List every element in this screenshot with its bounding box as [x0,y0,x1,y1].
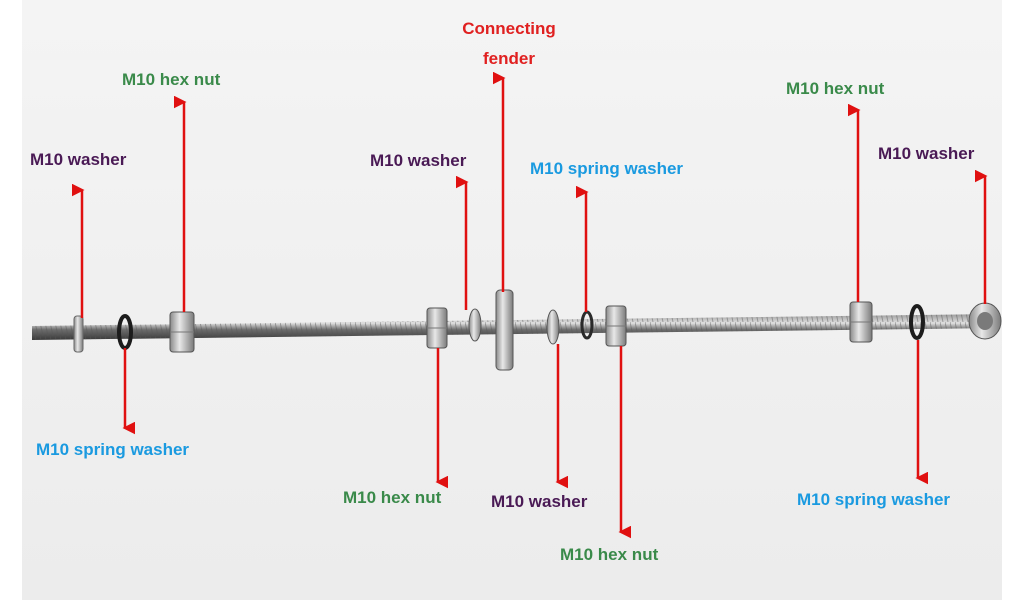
washer-right [968,302,1002,340]
threaded-rod [32,314,1000,340]
hex-nut-mid [605,305,627,347]
connecting-fender-part [495,289,514,371]
washer-mid-left [468,308,482,342]
label-hex-nut-left: M10 hex nut [122,70,221,89]
pointer-arrows [72,71,988,539]
hex-nut-right [849,301,873,343]
label-washer-right: M10 washer [878,144,975,163]
label-spring-washer-left: M10 spring washer [36,440,190,459]
label-washer-left: M10 washer [30,150,127,169]
label-hex-nut-right: M10 hex nut [786,79,885,98]
label-spring-washer-right: M10 spring washer [797,490,951,509]
label-connecting-fender: Connecting fender [462,19,556,68]
label-spring-washer-mid: M10 spring washer [530,159,684,178]
label-hex-nut-mid-left: M10 hex nut [343,488,442,507]
label-washer-mid-left: M10 washer [370,151,467,170]
washer-mid [546,309,560,345]
hex-nut-mid-left [426,307,448,349]
washer-left [73,315,84,353]
hex-nut-left [169,311,195,353]
label-hex-nut-mid: M10 hex nut [560,545,659,564]
label-washer-mid: M10 washer [491,492,588,511]
spring-washer-right [909,304,925,340]
